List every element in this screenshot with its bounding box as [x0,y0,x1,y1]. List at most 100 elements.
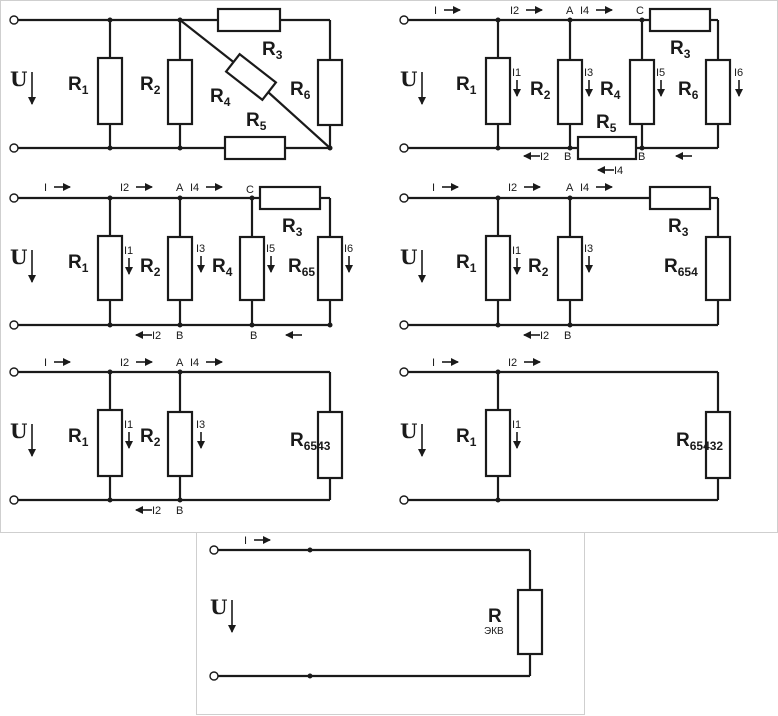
resistor-r6543 [316,410,344,480]
node-label: B [564,151,571,163]
resistor-r6 [704,58,732,126]
circuit-panel-7-equivalent: U I R ЭКВ [209,535,544,681]
voltage-label: U [400,245,417,269]
resistor-r5 [576,135,638,161]
label-r3: R3 [670,38,691,61]
current-label: I2 [152,330,161,342]
label-r654: R654 [664,256,698,279]
current-label: I2 [508,182,517,194]
current-label: I2 [120,182,129,194]
label-r65432: R65432 [676,430,723,453]
label-r6: R6 [678,79,699,102]
current-label: I4 [580,182,589,194]
label-requiv-subscript: ЭКВ [484,626,504,637]
current-label: I4 [190,357,199,369]
current-label: I1 [124,419,133,431]
label-r6543: R6543 [290,430,331,453]
current-label: I1 [512,419,521,431]
label-r1: R1 [456,252,477,275]
current-label: I3 [196,419,205,431]
label-r4: R4 [600,79,621,102]
label-r1: R1 [68,74,89,97]
current-label: I3 [584,243,593,255]
circuit-panel-2: U I I2 A I4 C I1 I3 I5 I6 I2 B B I4 R1 R… [399,5,743,177]
node-label: C [246,184,254,196]
voltage-label: U [400,419,417,443]
resistor-r1 [96,234,124,302]
node-label: B [250,330,257,342]
current-label: I6 [734,67,743,79]
resistor-requiv [516,588,544,656]
current-label: I2 [510,5,519,17]
node-label: B [564,330,571,342]
voltage-label: U [10,67,27,91]
node-label: B [638,151,645,163]
node-label: A [176,357,184,369]
resistor-r1 [484,408,512,478]
voltage-label: U [10,245,27,269]
node-label: B [176,505,183,517]
node-label: C [636,5,644,17]
current-label: I3 [196,243,205,255]
label-r1: R1 [68,252,89,275]
circuit-panel-5: U I I2 A I4 I1 I3 I2 B R1 R2 R6543 [9,357,344,517]
label-r3: R3 [282,216,303,239]
resistor-r65 [316,235,344,302]
resistor-r4 [224,52,278,102]
resistor-r2 [166,410,194,478]
current-label: I2 [120,357,129,369]
circuit-panel-3: U I I2 A I4 C I1 I3 I5 I6 I2 B B R1 R2 R… [9,182,353,342]
label-r3: R3 [668,216,689,239]
label-r65: R65 [288,256,315,279]
label-r5: R5 [246,110,267,133]
label-r1: R1 [456,74,477,97]
circuit-panel-1: U R1 R2 R3 R4 R5 R6 [9,7,344,161]
resistor-r654 [704,235,732,302]
label-r4: R4 [212,256,233,279]
resistor-r1 [484,234,512,302]
current-label: I2 [152,505,161,517]
resistor-r3 [648,185,712,211]
current-label: I3 [584,67,593,79]
current-label: I [432,357,435,369]
current-label: I [44,357,47,369]
node-label: A [176,182,184,194]
current-label: I5 [266,243,275,255]
circuit-panel-6: U I I2 I1 R1 R65432 [399,357,732,505]
label-r2: R2 [140,256,161,279]
current-label: I1 [512,67,521,79]
current-label: I4 [580,5,589,17]
circuit-panel-4: U I I2 A I4 I1 I3 I2 B R1 R2 R3 R654 [399,182,732,342]
node-label: A [566,182,574,194]
resistor-r5 [223,135,287,161]
terminal-bottom [9,143,19,153]
node-label: B [176,330,183,342]
label-r6: R6 [290,79,311,102]
resistor-r6 [316,58,344,127]
resistor-r2 [556,235,584,302]
label-r2: R2 [140,426,161,449]
current-label: I5 [656,67,665,79]
current-label: I1 [512,245,521,257]
resistor-r3 [648,7,712,33]
resistor-r2 [166,235,194,302]
label-r5: R5 [596,112,617,135]
current-label: I4 [614,165,623,177]
resistor-r1 [96,56,124,126]
resistor-r4 [628,58,656,126]
node-label: A [566,5,574,17]
label-r1: R1 [68,426,89,449]
current-label: I2 [540,151,549,163]
voltage-label: U [210,595,227,619]
current-label: I [44,182,47,194]
resistor-r2 [166,58,194,126]
label-r2: R2 [530,79,551,102]
resistor-r65432 [704,410,732,480]
label-requiv: R [488,606,502,627]
current-label: I [434,5,437,17]
current-label: I1 [124,245,133,257]
resistor-r1 [96,408,124,478]
voltage-label: U [10,419,27,443]
current-label: I2 [540,330,549,342]
